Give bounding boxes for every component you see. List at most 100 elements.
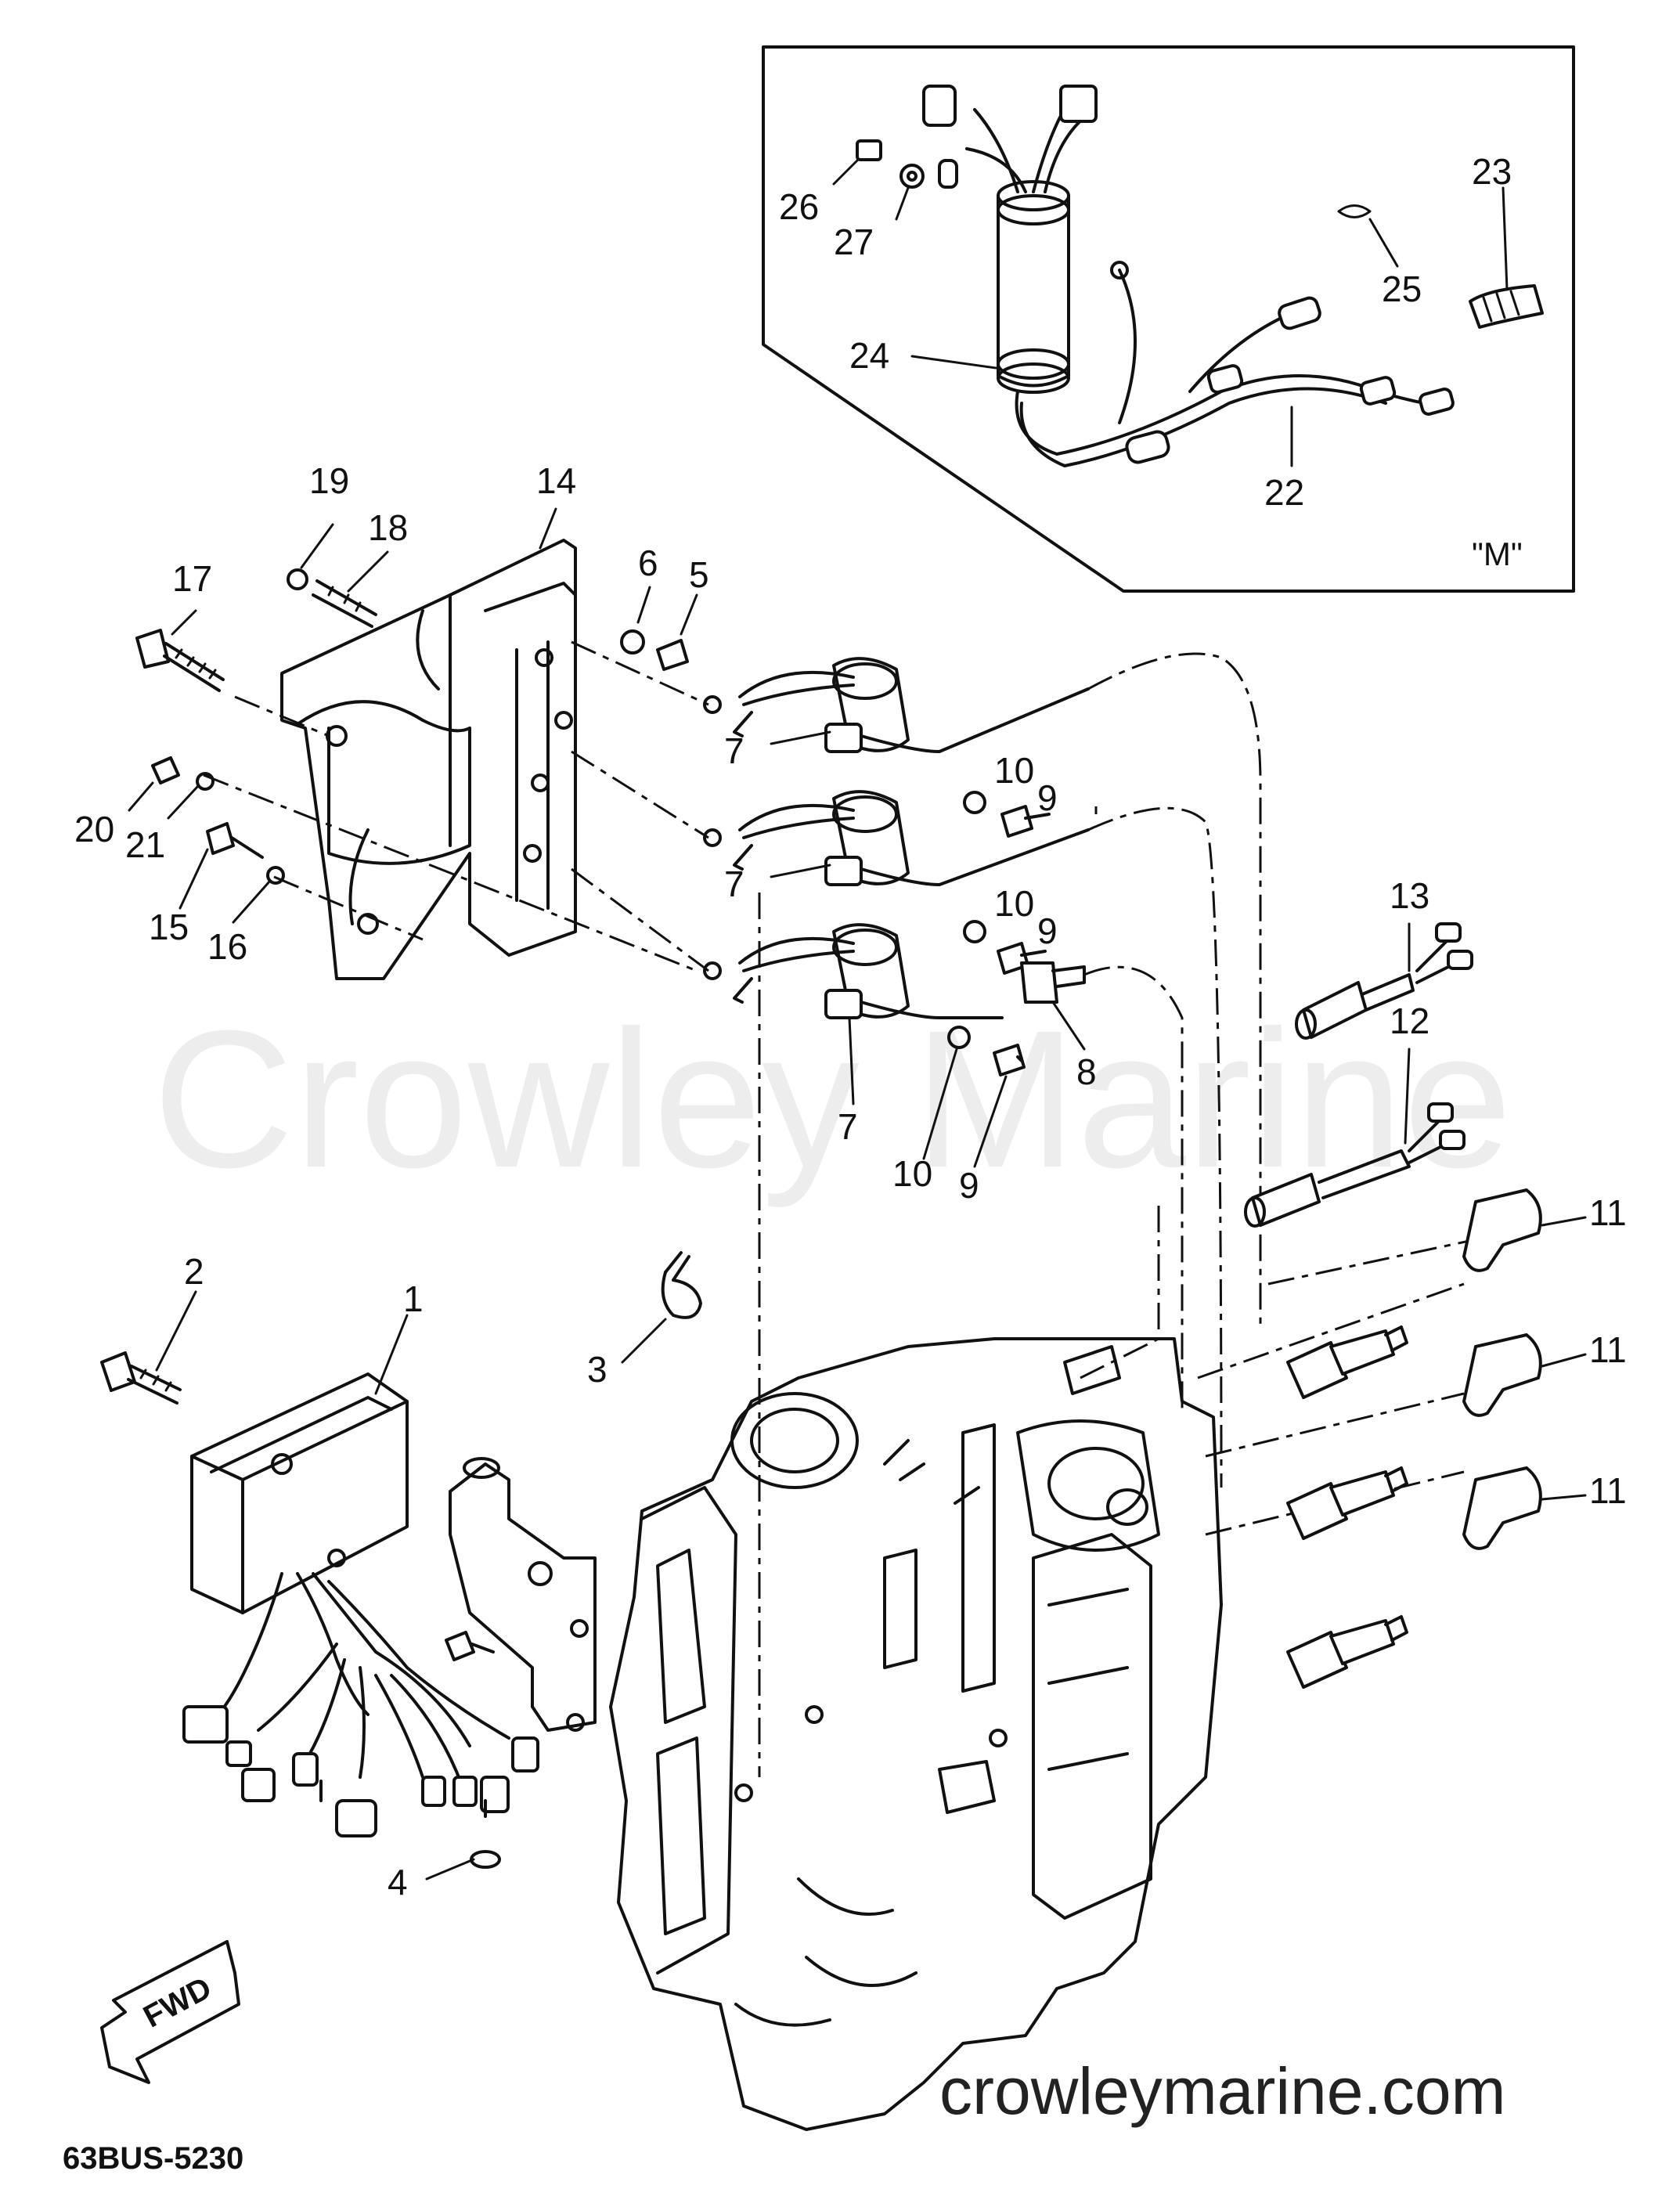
leader-11b	[1541, 1353, 1587, 1368]
sensor-13	[1295, 922, 1473, 1040]
leader-11a	[1541, 1216, 1587, 1227]
callout-10b: 10	[994, 883, 1034, 924]
leader-7b	[770, 864, 831, 878]
callout-26: 26	[779, 186, 819, 227]
leader-5	[680, 593, 698, 636]
callout-7a: 7	[724, 730, 744, 771]
callout-23: 23	[1472, 151, 1512, 192]
callout-24: 24	[849, 335, 889, 376]
leader-8	[1051, 1001, 1086, 1051]
callout-16: 16	[207, 926, 247, 967]
plug-cap-1	[1462, 1188, 1542, 1272]
leader-23	[1502, 186, 1509, 291]
callout-20: 20	[74, 809, 114, 849]
callout-27: 27	[834, 222, 874, 262]
leader-20	[128, 781, 154, 812]
leader-4	[425, 1858, 475, 1881]
callout-18: 18	[368, 507, 408, 548]
inset-small-parts	[856, 139, 1544, 329]
callout-9b: 9	[1037, 911, 1058, 951]
plug-cap-3	[1462, 1466, 1542, 1550]
callout-25: 25	[1382, 269, 1422, 309]
leader-3	[621, 1318, 667, 1364]
callout-labels: 1 2 3 4 5 6 7 7 7 8 9 9 9 10 10 10 11 11…	[74, 151, 1627, 1902]
leader-2	[155, 1290, 197, 1372]
callout-9c: 9	[959, 1165, 979, 1206]
leader-16	[232, 879, 272, 924]
callout-10c: 10	[892, 1153, 932, 1194]
leader-25	[1368, 218, 1399, 268]
leader-19	[300, 523, 334, 569]
inset-m-box: "M"	[762, 45, 1575, 593]
leader-9c	[973, 1075, 1008, 1168]
callout-19: 19	[309, 460, 349, 501]
callout-3: 3	[587, 1349, 607, 1390]
sensor-12	[1244, 1102, 1465, 1228]
drawing-code: 63BUS-5230	[63, 2141, 243, 2176]
grommet	[1020, 961, 1058, 1004]
forward-arrow: FWD	[100, 1940, 240, 2084]
wire-harness	[1015, 261, 1455, 467]
leader-11c	[1541, 1494, 1587, 1501]
callout-7c: 7	[838, 1106, 858, 1147]
washer-6	[620, 629, 645, 655]
clip-3	[661, 1251, 702, 1319]
inset-label: "M"	[1472, 536, 1523, 572]
leader-21	[167, 785, 199, 820]
stator-coil	[922, 85, 1098, 394]
callout-5: 5	[689, 554, 709, 595]
cdi-wiring	[182, 1572, 539, 1869]
callout-2: 2	[184, 1251, 204, 1292]
callout-14: 14	[536, 460, 576, 501]
bracket-fasteners	[135, 568, 377, 885]
assembly-lines	[203, 640, 1488, 1777]
callout-6: 6	[638, 543, 658, 583]
leader-27	[895, 186, 910, 221]
leader-14	[539, 507, 557, 550]
website-label: crowleymarine.com	[939, 2054, 1506, 2128]
spark-plug-2	[1286, 1466, 1408, 1540]
engine-block	[609, 1337, 1223, 2131]
cdi-mount-plate	[445, 1457, 597, 1732]
coil-bracket	[280, 539, 577, 980]
callout-11b: 11	[1589, 1329, 1627, 1370]
watermark: Crowley Marine	[153, 990, 1512, 1208]
ignition-coil-1	[703, 657, 1090, 753]
leader-10c	[922, 1048, 958, 1160]
bolt-5	[656, 639, 689, 671]
ignition-coil-2	[703, 790, 1090, 886]
callout-11c: 11	[1589, 1470, 1627, 1511]
callout-8: 8	[1076, 1051, 1097, 1092]
callout-9a: 9	[1037, 777, 1058, 818]
spark-plug-3	[1286, 1615, 1408, 1689]
coil-fasteners	[947, 791, 1051, 1076]
callout-12: 12	[1390, 1001, 1429, 1041]
leader-7c	[848, 1016, 855, 1105]
ignition-coil-3	[703, 923, 1004, 1019]
callout-4: 4	[388, 1862, 408, 1902]
leader-17	[171, 609, 197, 636]
leader-15	[178, 848, 209, 910]
callout-22: 22	[1264, 472, 1304, 513]
spark-plug-1	[1286, 1325, 1408, 1399]
leader-18	[347, 550, 389, 593]
callout-21: 21	[125, 824, 165, 865]
callout-10a: 10	[994, 750, 1034, 791]
leader-12	[1404, 1048, 1411, 1145]
grommet-tube	[1051, 965, 1086, 988]
leader-26	[832, 159, 859, 186]
leader-1	[374, 1314, 409, 1395]
callout-11a: 11	[1589, 1192, 1627, 1233]
callout-15: 15	[149, 907, 189, 947]
bolt-2	[100, 1351, 182, 1405]
callout-17: 17	[172, 558, 212, 599]
callout-1: 1	[403, 1278, 424, 1319]
callout-13: 13	[1390, 875, 1429, 916]
leader-6	[636, 586, 651, 624]
plug-cap-2	[1462, 1333, 1542, 1417]
leader-7a	[770, 730, 831, 745]
callout-7b: 7	[724, 864, 744, 904]
cdi-unit	[190, 1372, 409, 1614]
leader-24	[910, 355, 997, 370]
